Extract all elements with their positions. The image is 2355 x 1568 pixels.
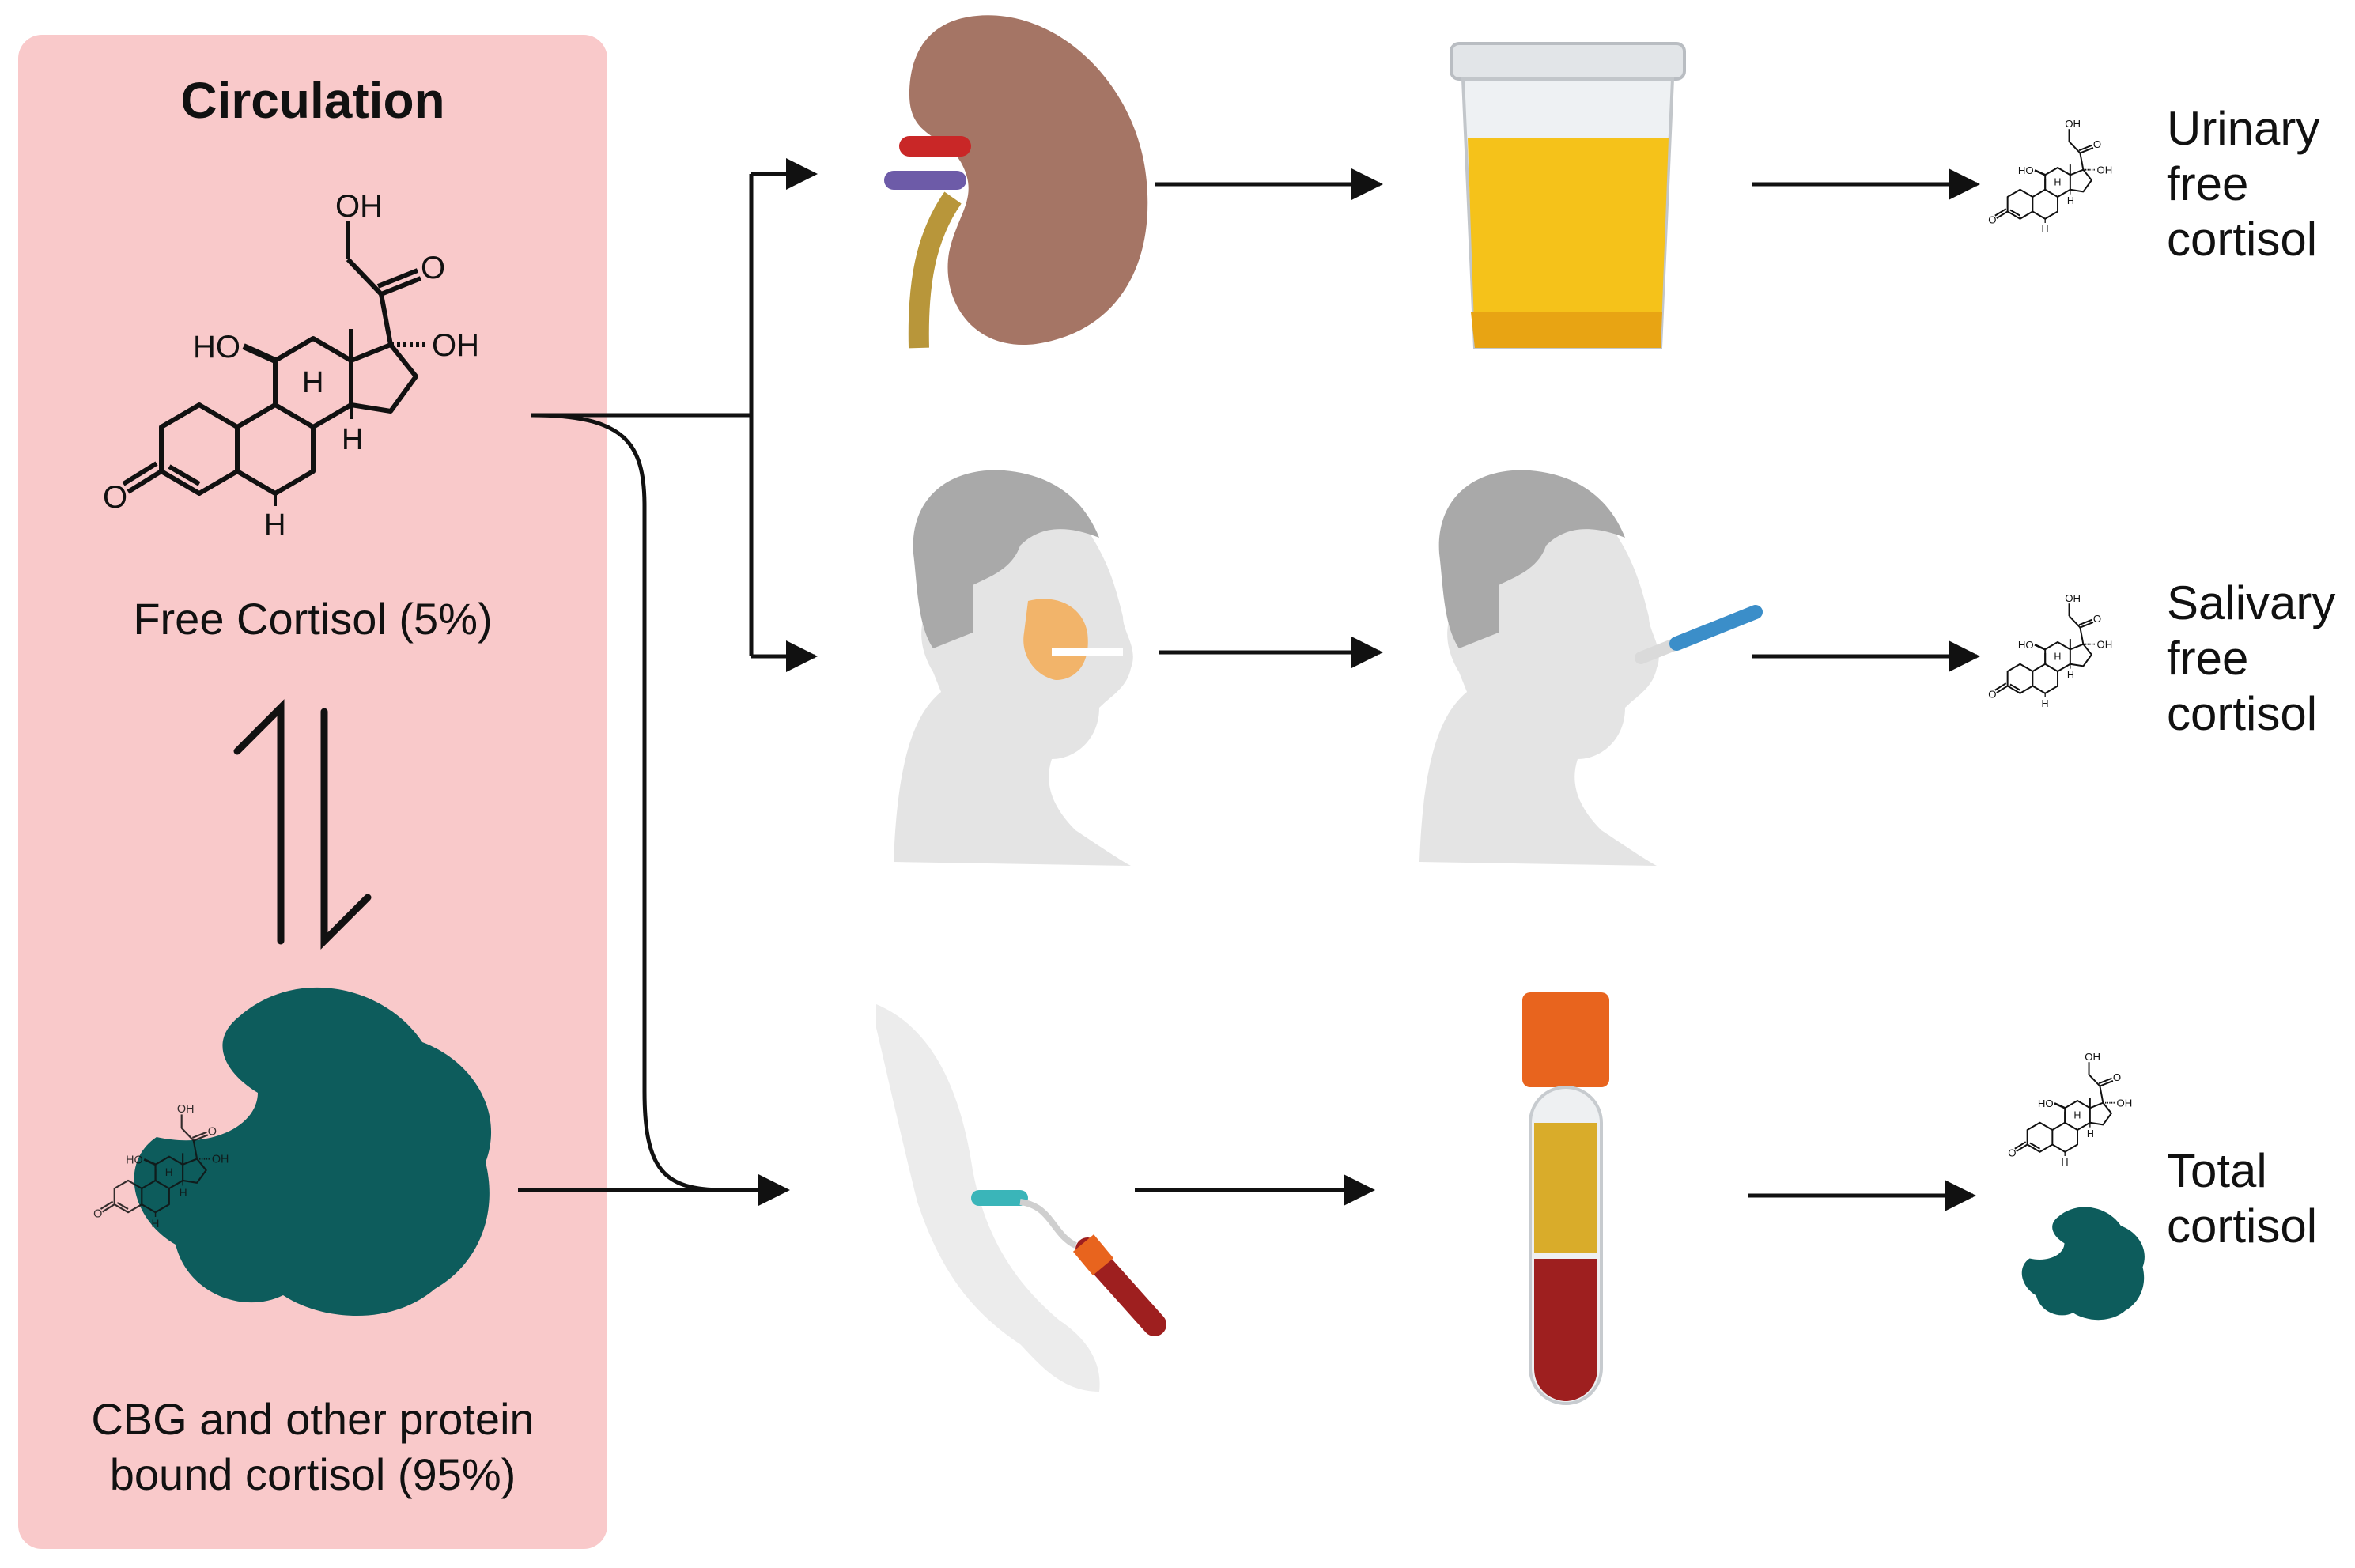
total-cortisol-molecule [2006,1049,2134,1169]
urine-cup-icon [1450,42,1686,349]
total-cortisol-label: Total cortisol [2167,1144,2318,1253]
distribution-lines [518,158,818,1206]
bound-cortisol-label-line2: bound cortisol (95%) [109,1449,516,1499]
cbg-protein-icon [134,987,492,1316]
equilibrium-arrows-icon [233,699,372,950]
free-cortisol-label: Free Cortisol (5%) [133,594,493,644]
free-cortisol-molecule [103,189,479,542]
urinary-free-cortisol-label: Urinary free cortisol [2167,102,2320,266]
bound-cortisol-label: CBG and other protein bound cortisol (95… [18,1392,607,1502]
flow-arrows [1135,168,1980,1211]
salivary-free-cortisol-label: Salivary free cortisol [2167,576,2336,740]
circulation-title: Circulation [180,72,445,129]
bound-cortisol-label-line1: CBG and other protein [91,1394,535,1444]
arm-blood-draw-icon [876,1004,1166,1392]
kidney-icon [884,15,1148,349]
blood-tube-icon [1522,992,1609,1405]
total-cortisol-protein-icon [2021,1207,2145,1321]
salivary-cortisol-molecule [1986,591,2114,711]
face-salivary-gland-icon [894,470,1133,866]
urinary-cortisol-molecule [1986,116,2114,236]
face-saliva-swab-icon [1419,470,1763,866]
